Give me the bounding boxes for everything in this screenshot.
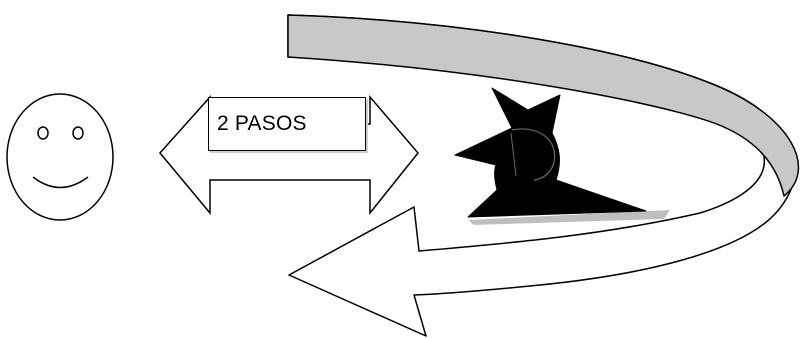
- cat-silhouette-icon: [454, 87, 670, 225]
- curved-return-arrow-icon: [287, 14, 800, 337]
- smiley-head: [6, 93, 114, 221]
- cat-head-line: [511, 128, 556, 181]
- double-arrow-label: 2 PASOS: [208, 97, 366, 151]
- smiley-right-eye: [72, 126, 84, 140]
- cat-body-line: [510, 132, 517, 177]
- curved-arrow-gray-band: [287, 14, 800, 197]
- smiley-mouth: [32, 176, 89, 189]
- double-arrow-label-text: 2 PASOS: [217, 112, 307, 135]
- cat-shadow: [468, 210, 670, 225]
- cat-shape: [454, 87, 647, 218]
- smiley-face-icon: [6, 93, 114, 221]
- smiley-left-eye: [37, 126, 49, 140]
